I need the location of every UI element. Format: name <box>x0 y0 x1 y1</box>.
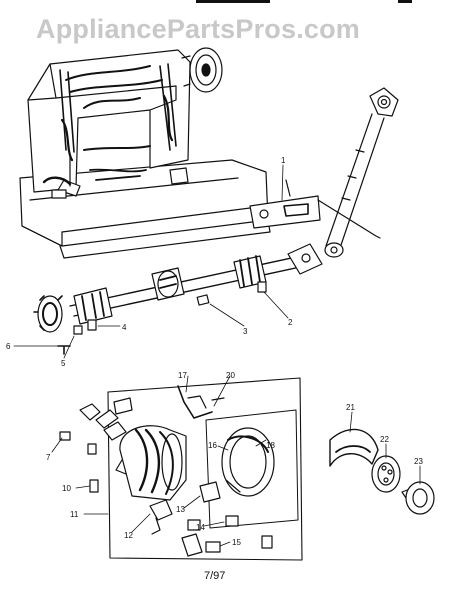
callout-15: 15 <box>232 538 241 547</box>
callout-labels: 1 2 3 4 5 6 7 9 10 11 12 13 14 15 16 17 … <box>6 156 423 547</box>
footer-date: 7/97 <box>204 570 226 582</box>
callout-12: 12 <box>124 531 133 540</box>
callout-14: 14 <box>196 523 205 532</box>
callout-7: 7 <box>46 453 51 462</box>
bracket-part-1 <box>249 179 381 239</box>
top-rule-left <box>196 0 270 3</box>
callout-10: 10 <box>62 484 71 493</box>
callout-5: 5 <box>61 359 66 368</box>
left-small-parts <box>59 397 133 493</box>
callout-21: 21 <box>346 403 355 412</box>
callout-11: 11 <box>70 510 79 519</box>
callout-13: 13 <box>176 505 185 514</box>
callout-1: 1 <box>281 156 286 165</box>
leader-lines <box>13 164 421 547</box>
inset-bobbin-case <box>221 427 275 497</box>
shuttle-hook-assembly <box>115 425 187 501</box>
callout-6: 6 <box>6 342 11 351</box>
callout-3: 3 <box>243 327 248 336</box>
main-shaft-assembly <box>33 243 323 333</box>
sewing-machine-illustration <box>19 47 271 259</box>
callout-20: 20 <box>226 371 235 380</box>
callout-18: 18 <box>266 441 275 450</box>
connecting-rod <box>324 87 399 258</box>
callout-16: 16 <box>208 441 217 450</box>
bobbins <box>371 455 435 515</box>
lever-parts <box>177 385 225 419</box>
callout-23: 23 <box>414 457 423 466</box>
callout-17: 17 <box>178 371 187 380</box>
callout-22: 22 <box>380 435 389 444</box>
crescent-part-21 <box>329 428 379 467</box>
callout-2: 2 <box>288 318 293 327</box>
watermark-text: AppliancePartsPros.com <box>36 14 361 44</box>
bottom-fasteners <box>149 481 273 557</box>
callout-4: 4 <box>122 323 127 332</box>
shaft-small-parts <box>57 281 267 355</box>
top-rule-right <box>398 0 412 3</box>
